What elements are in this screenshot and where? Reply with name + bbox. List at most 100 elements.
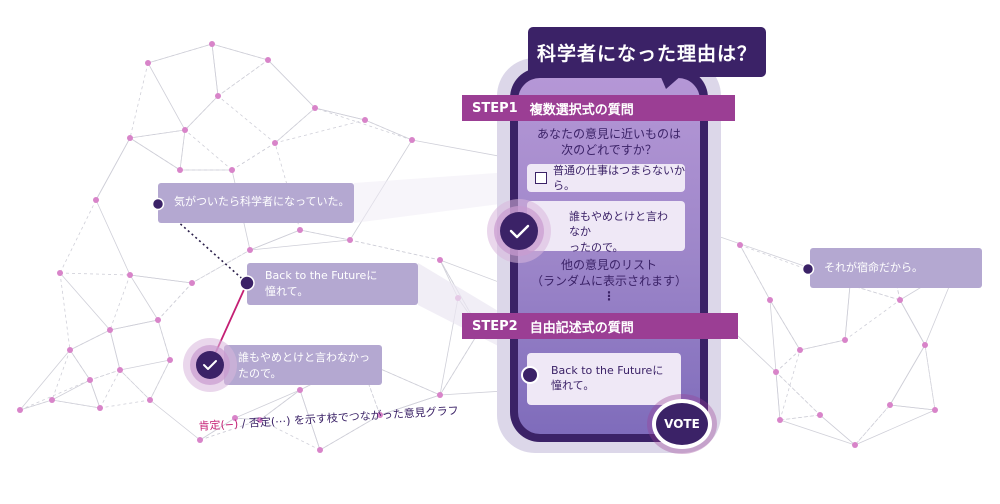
free-text-node-icon <box>521 366 539 384</box>
network-edge <box>109 274 131 331</box>
network-edge <box>69 349 91 381</box>
network-node <box>737 242 743 248</box>
network-edge <box>59 199 97 274</box>
network-edge <box>234 417 261 421</box>
network-node <box>297 387 303 393</box>
network-node <box>897 297 903 303</box>
network-edge <box>69 329 111 351</box>
node-dot-icon <box>151 197 165 211</box>
network-node <box>852 442 858 448</box>
graph-card-2: Back to the Futureに 憧れて。 <box>247 263 418 305</box>
network-edge <box>119 369 151 401</box>
option-checked[interactable]: 誰もやめとけと言わなか ったので。 <box>527 201 685 254</box>
network-node <box>887 402 893 408</box>
network-edge <box>739 244 771 301</box>
network-node <box>409 137 415 143</box>
network-edge <box>99 369 121 409</box>
network-node <box>49 397 55 403</box>
network-edge <box>211 43 219 97</box>
network-edge <box>19 399 53 411</box>
network-node <box>93 197 99 203</box>
network-edge <box>231 142 276 171</box>
network-edge <box>799 339 846 351</box>
network-edge <box>274 107 316 144</box>
graph-card-2-line2: 憧れて。 <box>265 284 309 298</box>
network-edge <box>109 319 159 331</box>
network-edge <box>439 329 481 396</box>
network-edge <box>89 379 101 409</box>
network-node <box>842 337 848 343</box>
network-edge <box>769 299 801 351</box>
graph-card-4-text: それが宿命だから。 <box>824 261 923 274</box>
step2-banner: STEP2 自由記述式の質問 <box>462 313 738 339</box>
network-node <box>229 167 235 173</box>
network-edge <box>149 399 201 441</box>
check-badge-graph <box>183 338 237 392</box>
network-node <box>312 105 318 111</box>
network-edge <box>157 319 171 361</box>
check-icon <box>509 224 530 239</box>
checkbox-icon[interactable] <box>535 172 547 184</box>
network-node <box>107 327 113 333</box>
network-edge <box>51 379 91 401</box>
network-edge <box>59 272 111 331</box>
free-text-input[interactable]: Back to the Futureに 憧れて。 <box>527 353 681 405</box>
graph-card-1-text: 気がついたら科学者になっていた。 <box>174 195 350 208</box>
network-edge <box>191 249 251 284</box>
network-edge <box>199 417 236 441</box>
network-node <box>197 437 203 443</box>
network-node <box>182 127 188 133</box>
network-edge <box>19 379 91 411</box>
network-edge <box>259 419 321 451</box>
network-node <box>272 140 278 146</box>
network-edge <box>779 414 821 421</box>
beam-card1 <box>354 170 540 223</box>
network-edge <box>364 119 413 141</box>
graph-card-2-line1: Back to the Futureに <box>265 269 378 282</box>
caption-positive: 肯定(−) <box>198 417 239 433</box>
network-node <box>777 417 783 423</box>
graph-card-3-line2: たので。 <box>238 366 282 380</box>
network-node <box>437 257 443 263</box>
network-node <box>97 405 103 411</box>
network-edge <box>779 419 856 446</box>
other-line2: （ランダムに表示されます） <box>530 273 687 288</box>
network-edge <box>129 274 193 284</box>
network-edge <box>211 43 269 61</box>
network-node <box>189 280 195 286</box>
free-text-line2: 憧れて。 <box>551 379 595 393</box>
option-unchecked[interactable]: 普通の仕事はつまらないから。 <box>527 164 685 192</box>
network-node <box>177 167 183 173</box>
network-edge <box>379 394 441 416</box>
network-node <box>147 397 153 403</box>
network-node <box>67 347 73 353</box>
network-edge <box>249 239 351 251</box>
network-node <box>797 347 803 353</box>
network-edge <box>844 284 851 341</box>
phone-question-line2: 次のどれですか？ <box>561 142 657 157</box>
question-text: 科学者になった理由は？ <box>536 42 757 65</box>
network-edge <box>314 107 366 121</box>
step2-title: 自由記述式の質問 <box>529 320 634 336</box>
network-edge <box>199 419 261 441</box>
network-edge <box>899 299 926 346</box>
network-edge <box>889 404 936 411</box>
network-edge <box>775 349 801 373</box>
network-node <box>87 377 93 383</box>
step1-title: 複数選択式の質問 <box>529 102 634 118</box>
network-edge <box>439 259 459 299</box>
network-edge <box>129 137 181 171</box>
network-edge <box>191 249 251 284</box>
network-node <box>167 357 173 363</box>
step1-label: STEP1 <box>472 100 518 116</box>
network-edge <box>129 274 159 321</box>
check-icon <box>203 360 217 370</box>
network-edge <box>249 229 301 251</box>
network-edge <box>95 137 131 201</box>
network-edge <box>217 95 276 144</box>
network-edge <box>184 129 233 171</box>
vote-button[interactable]: VOTE <box>656 403 708 445</box>
network-node <box>437 392 443 398</box>
network-node <box>817 412 823 418</box>
